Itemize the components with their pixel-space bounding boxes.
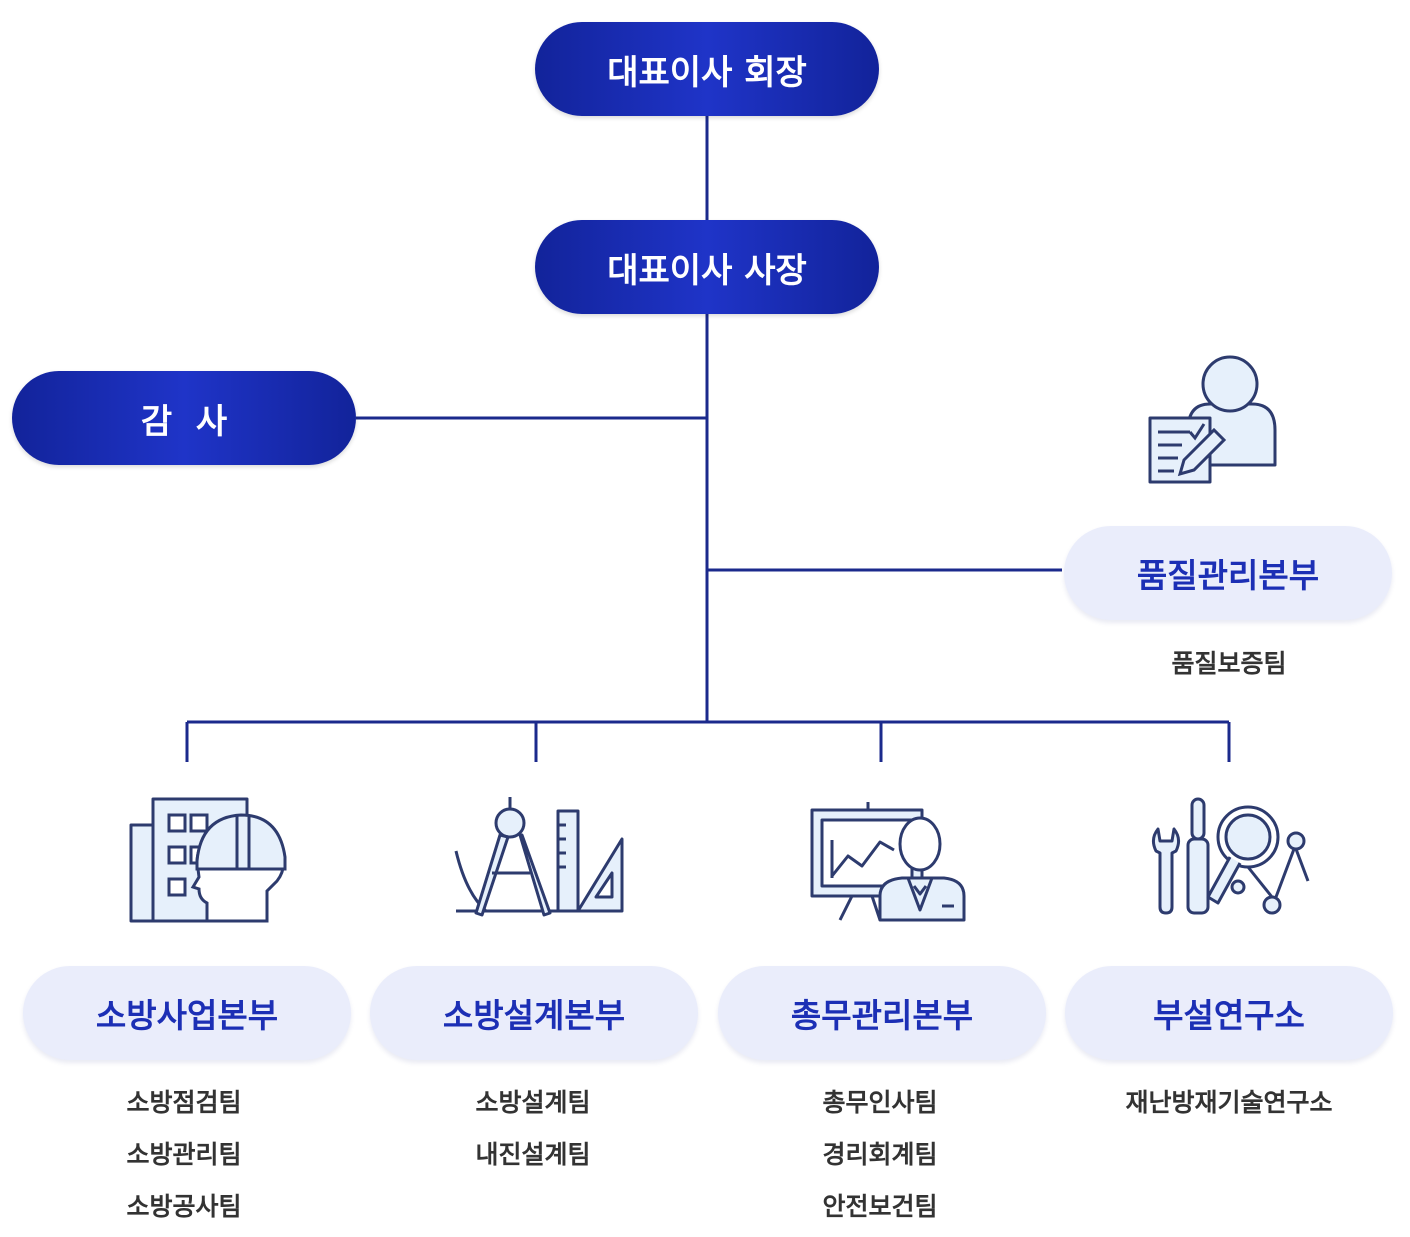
president-node: 대표이사 사장 bbox=[535, 220, 879, 314]
team-item: 품질보증팀 bbox=[1171, 649, 1287, 678]
auditor-node: 감 사 bbox=[12, 371, 356, 465]
team-item: 소방공사팀 bbox=[126, 1192, 242, 1221]
fire-design-team-list: 소방설계팀 내진설계팀 bbox=[368, 1077, 698, 1181]
team-item: 총무인사팀 bbox=[822, 1088, 938, 1117]
president-label: 대표이사 사장 bbox=[607, 250, 807, 291]
team-item: 소방관리팀 bbox=[126, 1140, 242, 1169]
division-label: 소방사업본부 bbox=[95, 996, 279, 1035]
team-item: 내진설계팀 bbox=[475, 1140, 591, 1169]
team-item: 안전보건팀 bbox=[822, 1192, 938, 1221]
team-item: 소방점검팀 bbox=[126, 1088, 242, 1117]
team-item: 재난방재기술연구소 bbox=[1125, 1088, 1333, 1117]
auditor-label: 감 사 bbox=[140, 401, 228, 442]
team-item: 경리회계팀 bbox=[822, 1140, 938, 1169]
division-node-general-affairs: 총무관리본부 bbox=[718, 966, 1046, 1060]
quality-division-node: 품질관리본부 bbox=[1064, 526, 1392, 620]
general-affairs-team-list: 총무인사팀 경리회계팀 안전보건팀 bbox=[715, 1077, 1045, 1233]
division-label: 총무관리본부 bbox=[790, 996, 974, 1035]
fire-business-team-list: 소방점검팀 소방관리팀 소방공사팀 bbox=[19, 1077, 349, 1233]
chairman-label: 대표이사 회장 bbox=[607, 52, 807, 93]
engineer-building-icon bbox=[127, 795, 292, 925]
division-label: 부설연구소 bbox=[1153, 996, 1305, 1035]
division-node-research-lab: 부설연구소 bbox=[1065, 966, 1393, 1060]
quality-team-list: 품질보증팀 bbox=[1064, 638, 1394, 690]
research-tools-icon bbox=[1148, 797, 1313, 917]
presenter-chart-icon bbox=[808, 800, 968, 925]
team-item: 소방설계팀 bbox=[475, 1088, 591, 1117]
chairman-node: 대표이사 회장 bbox=[535, 22, 879, 116]
quality-inspector-icon bbox=[1140, 352, 1285, 487]
quality-division-label: 품질관리본부 bbox=[1136, 556, 1320, 595]
division-node-fire-design: 소방설계본부 bbox=[370, 966, 698, 1060]
drafting-tools-icon bbox=[452, 793, 627, 923]
division-node-fire-business: 소방사업본부 bbox=[23, 966, 351, 1060]
research-lab-team-list: 재난방재기술연구소 bbox=[1064, 1077, 1394, 1129]
division-label: 소방설계본부 bbox=[442, 996, 626, 1035]
